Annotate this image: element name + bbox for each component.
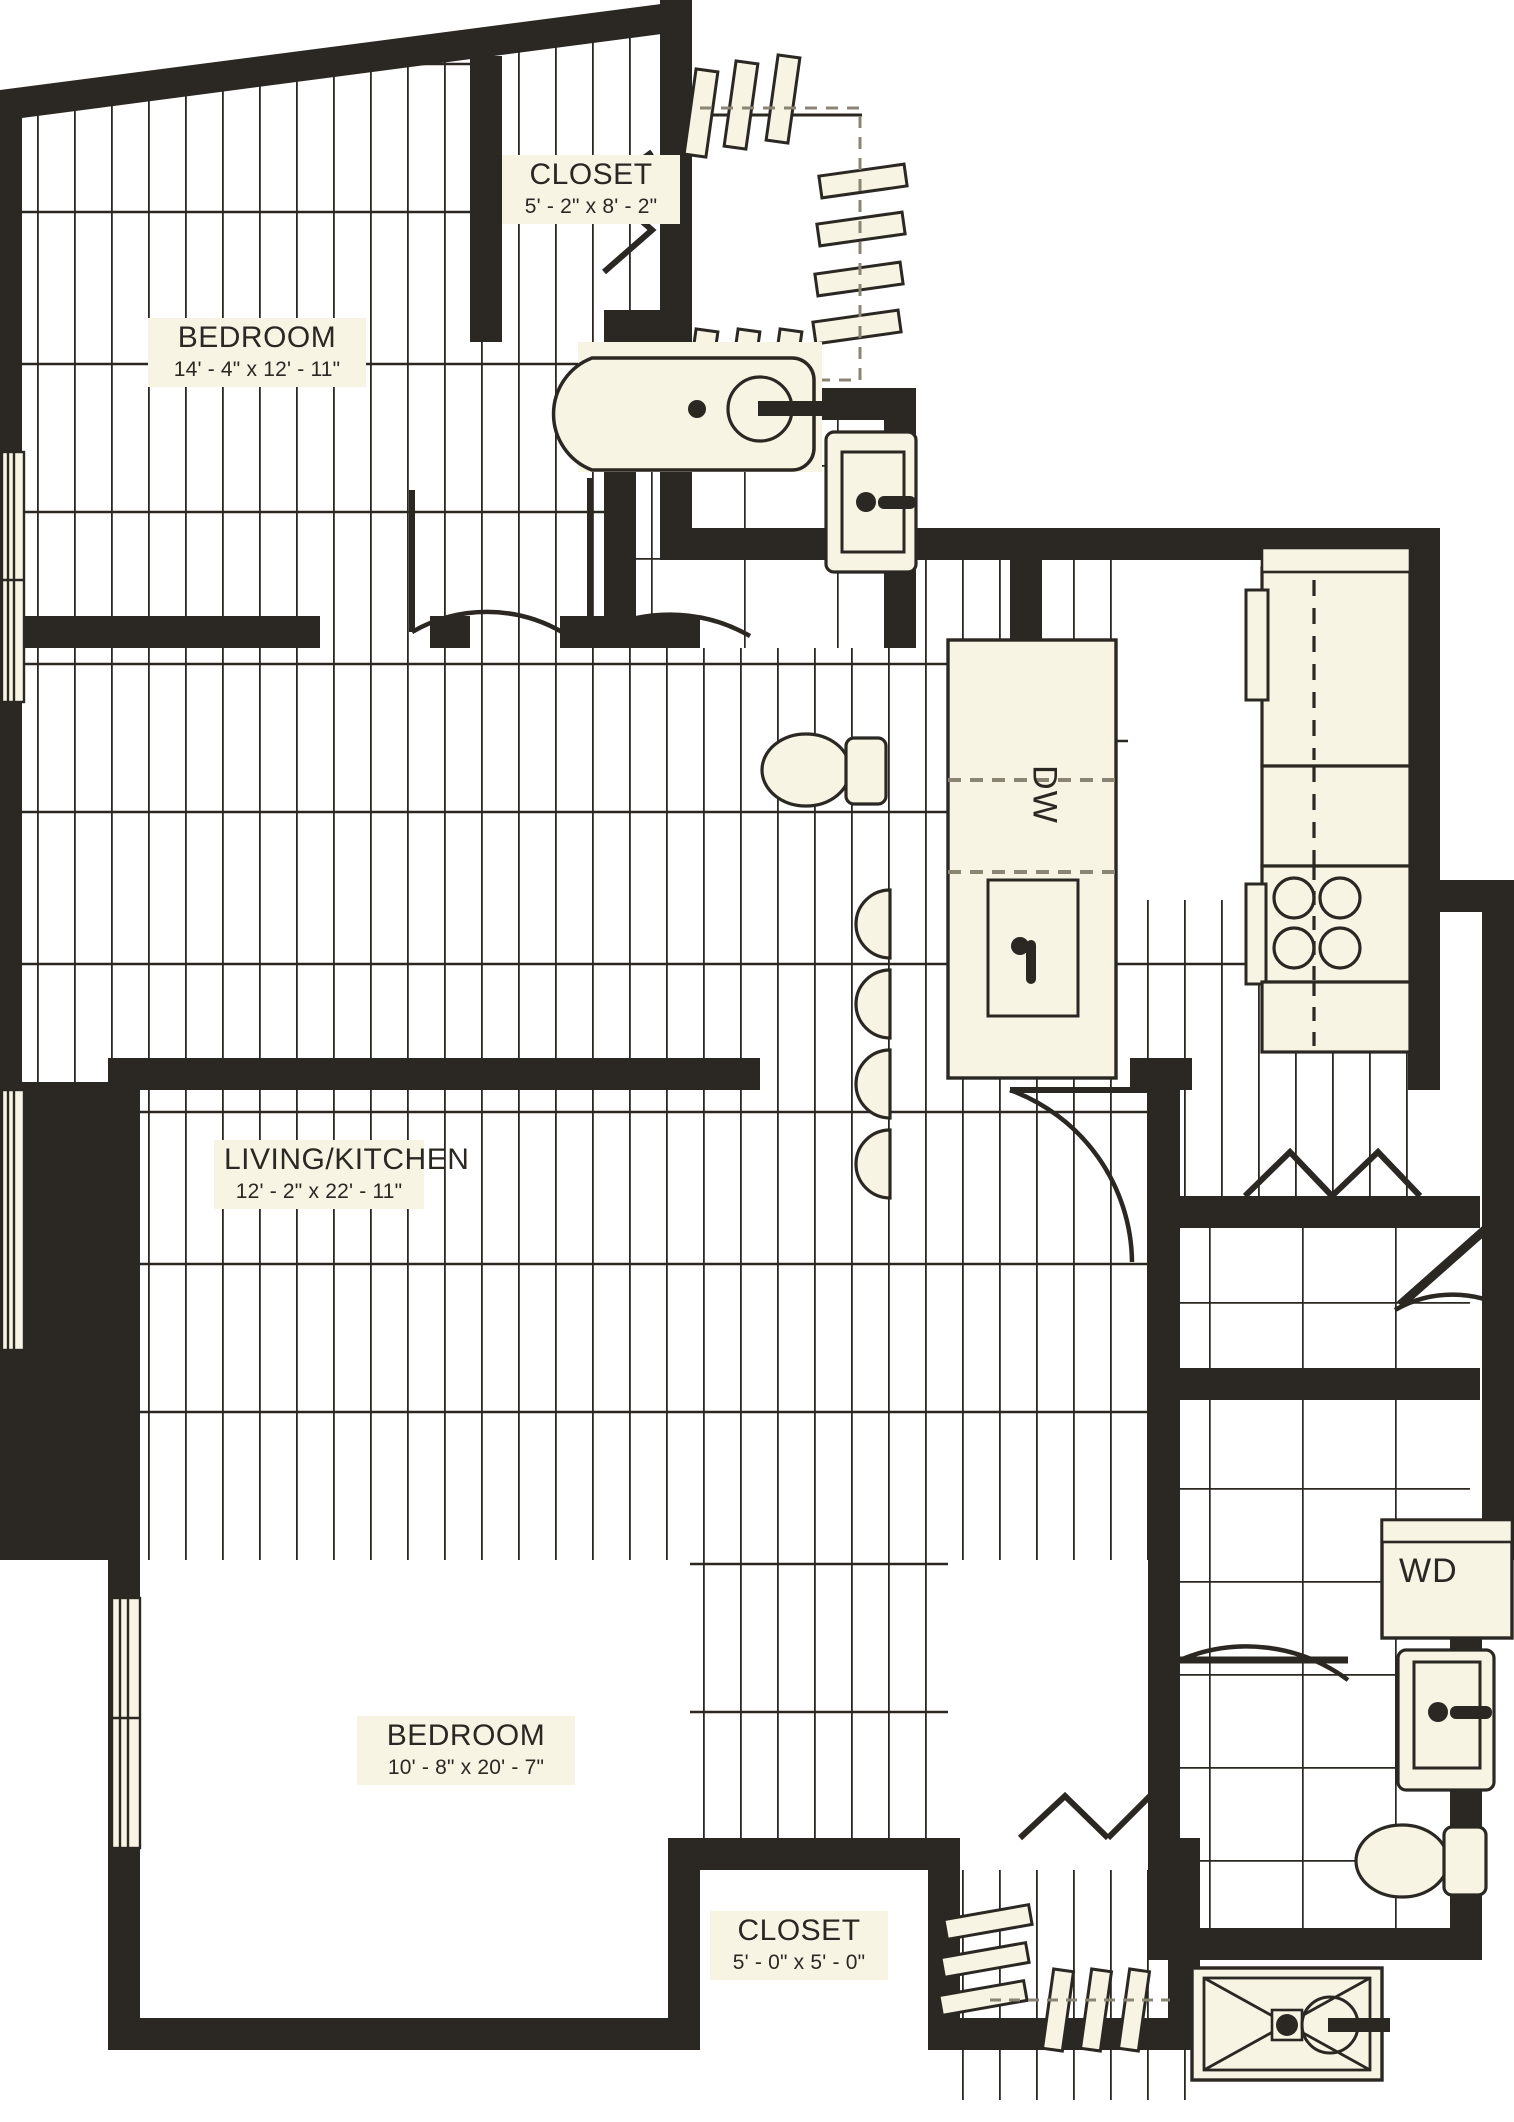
washer-dryer-unit [1380,1518,1514,1640]
kitchen-island-icon [946,638,1118,1080]
door-swing-icon [410,609,564,634]
room-dimensions: 10' - 8" x 20' - 7" [387,1755,545,1779]
room-name: CLOSET [529,158,653,191]
appliance-label-dishwasher: DW [1025,765,1064,824]
window-icon [110,1596,142,1850]
toilet-icon [760,732,888,808]
room-label-closet-1: CLOSET 5' - 2" x 8' - 2" [502,155,680,224]
stove-range-icon [1244,864,1412,986]
appliance-label-washer-dryer: WD [1399,1552,1458,1590]
barstool-icon [854,888,892,1200]
room-name: CLOSET [737,1914,861,1947]
window-group [0,450,142,1850]
toilet-icon [1354,1823,1488,1899]
sink-icon [824,430,918,574]
room-label-bedroom-2: BEDROOM 10' - 8" x 20' - 7" [357,1716,575,1785]
room-label-closet-2: CLOSET 5' - 0" x 5' - 0" [710,1911,888,1980]
kitchen-fixtures [854,546,1412,1200]
room-label-bedroom-1: BEDROOM 14' - 4" x 12' - 11" [148,318,366,387]
room-dimensions: 5' - 2" x 8' - 2" [524,194,658,218]
room-dimensions: 14' - 4" x 12' - 11" [173,357,341,381]
room-dimensions: 12' - 2" x 22' - 11" [235,1179,403,1203]
room-name: BEDROOM [177,321,337,354]
room-label-living-kitchen: LIVING/KITCHEN 12' - 2" x 22' - 11" [214,1140,470,1209]
closet-2-shelving [937,1902,1170,2053]
bathroom-2-fixtures [1190,1648,1496,2082]
refrigerator-icon [1244,546,1412,768]
room-dimensions: 5' - 0" x 5' - 0" [732,1950,866,1974]
shower-icon [1190,1966,1390,2082]
room-name: BEDROOM [386,1719,546,1752]
bathroom-1-fixtures [551,342,918,808]
bathtub-icon [551,342,824,472]
room-name: LIVING/KITCHEN [224,1143,470,1176]
sink-icon [1396,1648,1496,1792]
